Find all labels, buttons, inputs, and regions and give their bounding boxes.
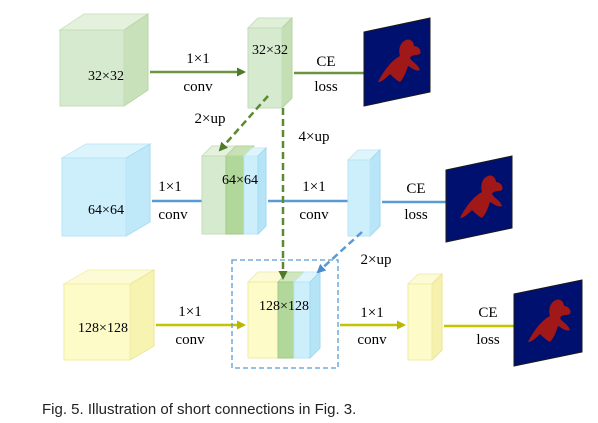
row3-conv-top-label: 1×1 (178, 304, 201, 320)
row2-conv-bottom-label: conv (158, 207, 188, 223)
row3-loss-bottom-label: loss (476, 332, 500, 348)
row2-loss-bottom-label: loss (404, 207, 428, 223)
row2-to-row3-upsample-label: 2×up (361, 252, 392, 268)
row3-input-label: 128×128 (78, 321, 128, 336)
row1-saliency-map (363, 17, 431, 107)
row2-input-label: 64×64 (88, 203, 124, 218)
row2-conv2-top-label: 1×1 (302, 179, 325, 195)
row3-input-block (62, 269, 156, 361)
row3-conv-bottom-label: conv (175, 332, 205, 348)
row3-saliency-map (513, 279, 583, 367)
row2-feature-block (200, 145, 268, 236)
row1-input-block (58, 13, 150, 107)
row3-conv2-top-label: 1×1 (360, 305, 383, 321)
row2-conv-top-label: 1×1 (158, 179, 181, 195)
row1-to-row2-upsample-label: 2×up (195, 111, 226, 127)
row3-feature-block (246, 270, 322, 360)
row2-feature-label: 64×64 (222, 173, 258, 188)
row1-conv-top-label: 1×1 (186, 51, 209, 67)
row1-input-label: 32×32 (88, 69, 124, 84)
row1-to-row3-upsample-label: 4×up (299, 129, 330, 145)
row3-feature-label: 128×128 (259, 299, 309, 314)
row2-saliency-map (445, 155, 513, 243)
fusion-highlight-box (231, 259, 339, 369)
row1-to-row2-upsample-arrow (218, 95, 269, 152)
row3-loss-top-label: CE (478, 305, 497, 321)
row3-conv2-bottom-label: conv (357, 332, 387, 348)
row1-feature-label: 32×32 (252, 43, 288, 58)
row2-conv2-bottom-label: conv (299, 207, 329, 223)
row3-output-block (406, 272, 444, 362)
row1-conv-bottom-label: conv (183, 79, 213, 95)
row2-to-row3-upsample-arrow (316, 231, 363, 274)
figure-caption: Fig. 5. Illustration of short connection… (42, 401, 356, 418)
row1-loss-bottom-label: loss (314, 79, 338, 95)
row1-feature-block (246, 16, 294, 110)
row2-output-block (346, 148, 382, 238)
row2-loss-top-label: CE (406, 181, 425, 197)
row1-loss-top-label: CE (316, 54, 335, 70)
row2-input-block (60, 143, 152, 237)
